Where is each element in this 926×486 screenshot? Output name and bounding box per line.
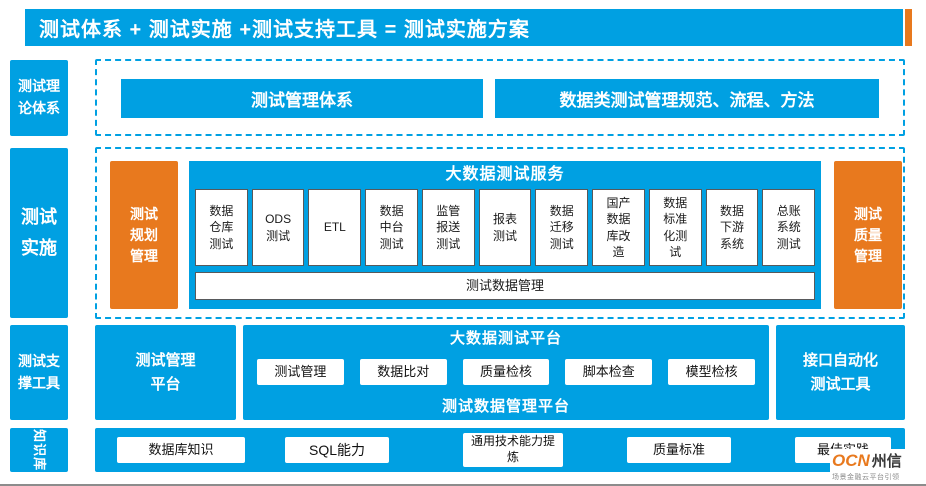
platform-item-model-check: 模型检核 — [668, 359, 755, 385]
box-test-planning-management: 测试规划管理 — [110, 161, 178, 309]
service-item-domestic-db: 国产数据库改造 — [592, 189, 645, 266]
side-label-theory-text: 测试理论体系 — [18, 78, 60, 116]
box-test-management-system: 测试管理体系 — [121, 79, 483, 118]
service-item-downstream-systems: 数据下游系统 — [705, 189, 759, 266]
side-label-support-tools: 测试支撑工具 — [10, 325, 68, 420]
test-management-platform-text: 测试管理平台 — [135, 351, 196, 393]
side-label-support-tools-text: 测试支撑工具 — [18, 352, 60, 391]
platform-panel-header: 大数据测试平台 — [449, 330, 562, 347]
side-label-knowledge-base-text: 知识库 — [32, 428, 48, 471]
box-data-test-standards: 数据类测试管理规范、流程、方法 — [495, 79, 879, 118]
api-automation-tool-text: 接口自动化测试工具 — [802, 351, 878, 393]
box-test-quality-management-text: 测试质量管理 — [854, 205, 882, 264]
theory-row-panel: 测试管理体系 数据类测试管理规范、流程、方法 — [95, 59, 905, 136]
knowledge-item-general-tech: 通用技术能力提炼 — [463, 433, 563, 467]
platform-item-data-compare: 数据比对 — [359, 359, 447, 385]
logo-row: OCN 州信 — [832, 450, 920, 471]
service-item-ods: ODS测试 — [251, 189, 305, 266]
service-item-data-standardization: 数据标准化测试 — [648, 189, 702, 266]
knowledge-base-panel: 数据库知识 SQL能力 通用技术能力提炼 质量标准 最佳实践 — [95, 428, 905, 472]
knowledge-item-quality-standard: 质量标准 — [627, 437, 731, 463]
logo-mark-icon: OCN — [832, 451, 870, 470]
logo-tagline: 场景金融云平台引领 — [832, 474, 900, 481]
box-test-planning-management-text: 测试规划管理 — [130, 205, 158, 264]
service-item-report: 报表测试 — [478, 189, 532, 266]
company-logo: OCN 州信 场景金融云平台引领 — [830, 449, 922, 483]
service-item-etl: ETL — [308, 189, 362, 266]
box-test-quality-management: 测试质量管理 — [834, 161, 902, 309]
api-automation-tool-box: 接口自动化测试工具 — [776, 325, 905, 420]
service-panel-header: 大数据测试服务 — [445, 166, 565, 183]
logo-name: 州信 — [871, 453, 902, 470]
platform-item-script-check: 脚本检查 — [565, 359, 653, 385]
test-data-management-box: 测试数据管理 — [195, 272, 815, 300]
service-item-data-middle-platform: 数据中台测试 — [365, 189, 418, 266]
side-label-implementation-text: 测试实施 — [21, 207, 57, 258]
bottom-edge-line — [0, 484, 926, 486]
service-item-data-migration: 数据迁移测试 — [535, 189, 589, 266]
test-data-management-platform-label: 测试数据管理平台 — [441, 398, 570, 415]
big-data-test-service-panel: 大数据测试服务 数据仓库测试 ODS测试 ETL 数据中台测试 监管报送测试 报… — [189, 161, 821, 309]
platform-item-quality-check: 质量检核 — [462, 359, 550, 385]
side-label-theory: 测试理论体系 — [10, 60, 68, 136]
service-item-regulatory-reporting: 监管报送测试 — [421, 189, 475, 266]
side-label-implementation: 测试实施 — [10, 148, 68, 318]
knowledge-item-sql: SQL能力 — [285, 437, 389, 463]
service-item-data-warehouse: 数据仓库测试 — [195, 189, 248, 266]
service-item-general-ledger: 总账系统测试 — [762, 189, 816, 266]
service-items-row: 数据仓库测试 ODS测试 ETL 数据中台测试 监管报送测试 报表测试 数据迁移… — [195, 189, 816, 266]
platform-items-row: 测试管理 数据比对 质量检核 脚本检查 模型检核 — [243, 350, 769, 394]
title-banner: 测试体系 + 测试实施 +测试支持工具 = 测试实施方案 — [25, 9, 903, 46]
test-management-platform-box: 测试管理平台 — [95, 325, 236, 420]
side-label-knowledge-base: 知识库 — [10, 428, 68, 472]
page-title: 测试体系 + 测试实施 +测试支持工具 = 测试实施方案 — [39, 19, 530, 41]
title-accent-strip — [905, 9, 912, 46]
platform-item-test-management: 测试管理 — [257, 359, 344, 385]
implementation-row-panel: 测试规划管理 大数据测试服务 数据仓库测试 ODS测试 ETL 数据中台测试 监… — [95, 147, 905, 319]
knowledge-item-database: 数据库知识 — [117, 437, 245, 463]
big-data-test-platform-panel: 大数据测试平台 测试管理 数据比对 质量检核 脚本检查 模型检核 测试数据管理平… — [243, 325, 769, 420]
